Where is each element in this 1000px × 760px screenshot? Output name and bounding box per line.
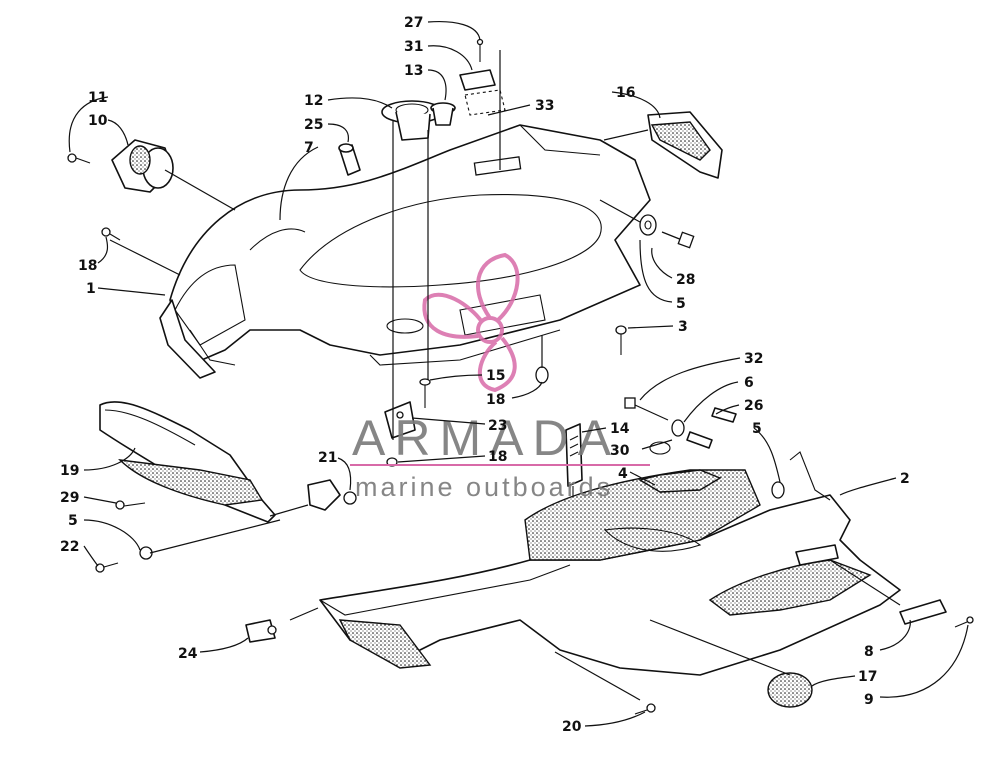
callout-10: 10 xyxy=(88,113,108,129)
callout-25: 25 xyxy=(304,117,323,133)
screw-22 xyxy=(95,562,119,573)
cover-17 xyxy=(767,672,813,708)
callout-18-top: 18 xyxy=(78,258,97,274)
grommet-18-mid xyxy=(535,366,549,384)
upper-storage-pan xyxy=(169,124,651,366)
callout-6: 6 xyxy=(744,375,754,391)
washer-5-mid xyxy=(771,481,785,499)
watermark-brand: ARMADA xyxy=(352,410,620,466)
lower-hull-liner xyxy=(319,451,901,676)
fill-neck-ring xyxy=(381,100,443,141)
callout-26: 26 xyxy=(744,398,763,414)
callout-8: 8 xyxy=(864,644,874,660)
callout-16: 16 xyxy=(616,85,635,101)
callout-12: 12 xyxy=(304,93,323,109)
callout-32: 32 xyxy=(744,351,763,367)
screw-9 xyxy=(954,616,974,628)
callout-17: 17 xyxy=(858,669,877,685)
side-panel-19 xyxy=(99,401,276,523)
ring-30 xyxy=(649,441,671,455)
callout-5-upper: 5 xyxy=(676,296,686,312)
screw-29 xyxy=(115,500,146,510)
screw-27 xyxy=(476,38,484,62)
rivet-15 xyxy=(419,378,431,408)
bolt-32 xyxy=(624,397,669,421)
washer-5-upper xyxy=(639,214,657,236)
callout-11: 11 xyxy=(88,90,107,106)
callout-14: 14 xyxy=(610,421,630,437)
spacer-25 xyxy=(338,143,361,176)
callout-18-mid: 18 xyxy=(486,392,505,408)
callout-1: 1 xyxy=(86,281,96,297)
callout-21: 21 xyxy=(318,450,337,466)
screw-18-upper xyxy=(101,227,121,241)
callout-5-left: 5 xyxy=(68,513,78,529)
callout-31: 31 xyxy=(404,39,423,55)
callout-20: 20 xyxy=(562,719,582,735)
knob-21 xyxy=(307,479,357,511)
vent-plate-8 xyxy=(899,599,947,625)
callout-labels: 27 31 13 12 33 11 10 25 7 16 18 1 28 5 3… xyxy=(60,15,910,735)
front-bulkhead xyxy=(159,299,216,379)
screw-11 xyxy=(67,153,91,164)
callout-22: 22 xyxy=(60,539,79,555)
callout-19: 19 xyxy=(60,463,79,479)
callout-18-low: 18 xyxy=(488,449,507,465)
clip-24 xyxy=(245,619,277,643)
vent-housing-10 xyxy=(111,139,174,193)
callout-33: 33 xyxy=(535,98,554,114)
callout-4: 4 xyxy=(618,466,628,482)
watermark-subtitle: marine outboards xyxy=(355,472,613,502)
sleeve-26 xyxy=(686,407,737,449)
propeller-logo xyxy=(422,252,520,393)
callout-13: 13 xyxy=(404,63,423,79)
callout-24: 24 xyxy=(178,646,198,662)
callout-15: 15 xyxy=(486,368,505,384)
inner-panel-4 xyxy=(638,469,722,493)
callout-7: 7 xyxy=(304,140,314,156)
bolt-28 xyxy=(661,231,695,249)
washer-6 xyxy=(671,419,685,437)
pad-31 xyxy=(459,69,506,116)
callout-9: 9 xyxy=(864,692,874,708)
rivet-3 xyxy=(615,325,627,355)
callout-27: 27 xyxy=(404,15,423,31)
vent-grille-16 xyxy=(647,111,723,179)
callout-28: 28 xyxy=(676,272,695,288)
callout-29: 29 xyxy=(60,490,79,506)
callout-3: 3 xyxy=(678,319,688,335)
handle-14 xyxy=(565,423,583,565)
callout-30: 30 xyxy=(610,443,630,459)
grommet-13 xyxy=(430,102,456,126)
screw-20 xyxy=(634,703,656,715)
callout-23: 23 xyxy=(488,418,507,434)
leader-lines xyxy=(68,20,969,727)
callout-2: 2 xyxy=(900,471,910,487)
callout-5-right: 5 xyxy=(752,421,762,437)
